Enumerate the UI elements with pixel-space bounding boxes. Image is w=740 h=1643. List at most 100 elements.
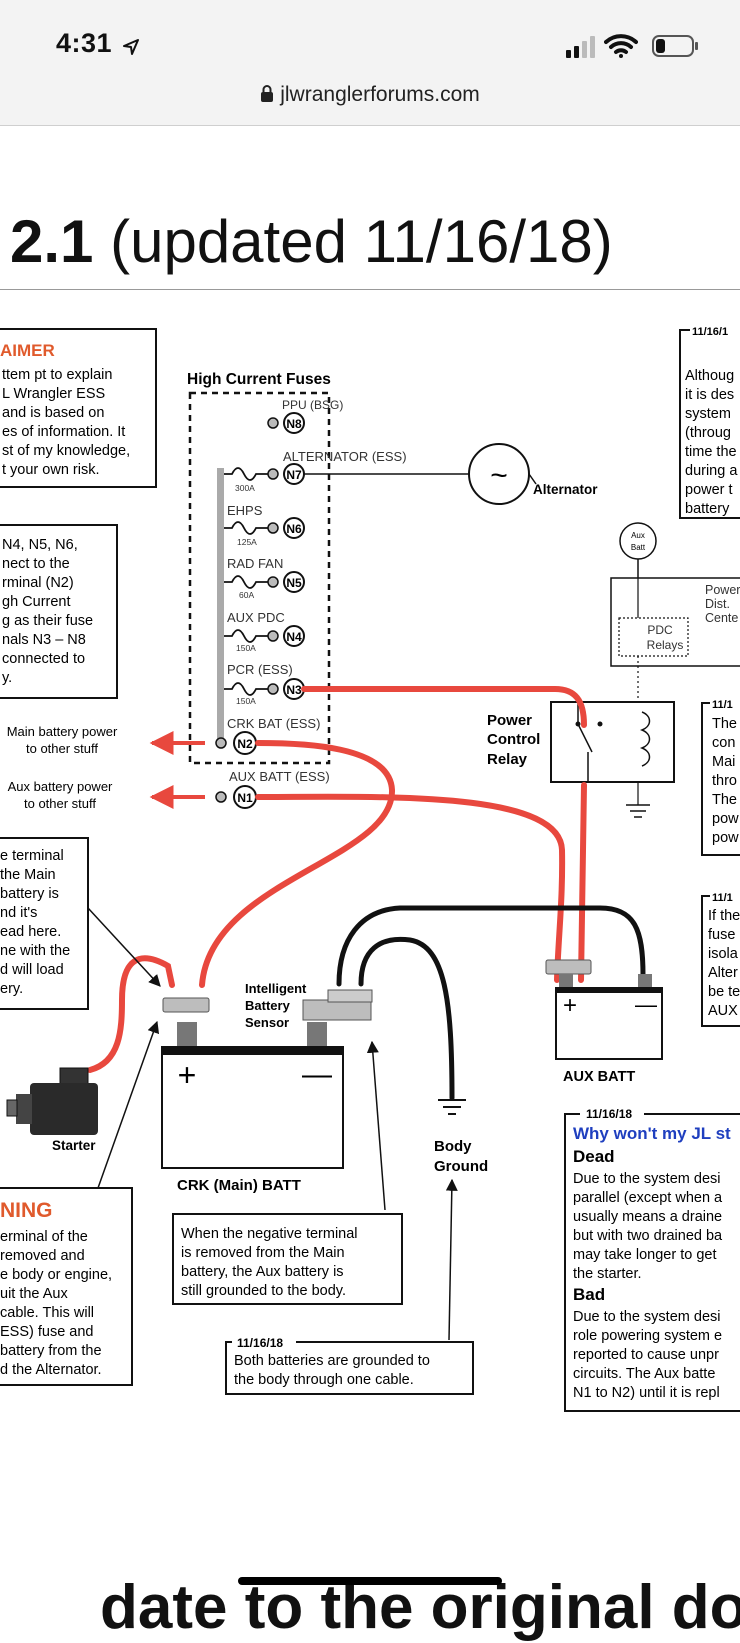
red-cables [87, 686, 587, 1073]
fuse-amps: 125A [237, 537, 257, 547]
cellular-signal-icon [566, 36, 595, 58]
disclaimer-line: t your own risk. [2, 462, 100, 478]
n4-note-line: nals N3 – N8 [2, 632, 86, 648]
status-bar: 4:31 [0, 0, 740, 70]
fuse-n4: AUX PDC N4 150A [224, 610, 305, 653]
alternator: ~ Alternator [304, 443, 598, 505]
why-note-title: Why won't my JL st [573, 1124, 731, 1143]
main-power-label: Main battery power [7, 724, 118, 739]
disclaimer-line: L Wrangler ESS [2, 386, 105, 402]
body-ground-label: Body [434, 1138, 472, 1155]
page-title-updated: (updated 11/16/18) [110, 208, 613, 275]
fuse-n3: PCR (ESS) N3 150A [224, 662, 305, 706]
warning-heading: NING [0, 1199, 53, 1222]
wiring-diagram: AIMER ttem pt to explain L Wrangler ESS … [0, 324, 740, 1412]
note-line: If the [708, 908, 740, 924]
disclaimer-line: ttem pt to explain [2, 367, 112, 383]
warning-line: cable. This will [0, 1305, 94, 1321]
terminal-note-line: d will load [0, 962, 64, 978]
page-title: 2.1 (updated 11/16/18) [10, 212, 613, 272]
why-note-line: the starter. [573, 1266, 642, 1282]
note-line: Althoug [685, 368, 734, 384]
aux-batt-label: AUX BATT [563, 1069, 635, 1085]
alternator-symbol: ~ [490, 459, 508, 492]
page-title-version: 2.1 [10, 208, 94, 275]
note-line: pow [712, 811, 739, 827]
note-line: time the [685, 444, 737, 460]
fuse-label: PCR (ESS) [227, 662, 293, 677]
why-note-line: Due to the system desi [573, 1171, 721, 1187]
note-line: power t [685, 482, 733, 498]
neg-note-line: still grounded to the body. [181, 1283, 346, 1299]
why-note-line: may take longer to get [573, 1247, 716, 1263]
note-line: system [685, 406, 731, 422]
fuse-n2: CRK BAT (ESS) N2 [215, 716, 320, 755]
terminal-note-line: ne with the [0, 943, 70, 959]
disclaimer-line: es of information. It [2, 424, 125, 440]
pointer-arrows [87, 907, 458, 1341]
neg-note-line: When the negative terminal [181, 1226, 358, 1242]
note-line: isola [708, 946, 739, 962]
pdc-label: Cente [705, 611, 738, 625]
main-power-output: Main battery power to other stuff [7, 724, 205, 756]
relay-label: Control [487, 731, 540, 748]
why-note-dead-heading: Dead [573, 1147, 615, 1166]
ibs-label: Intelligent [245, 981, 307, 996]
note-date: 11/16/18 [586, 1107, 632, 1121]
warning-line: d the Alternator. [0, 1362, 102, 1378]
note-line: Mai [712, 754, 735, 770]
n4-note-line: y. [2, 670, 12, 686]
aux-minus: — [635, 992, 657, 1017]
warning-line: battery from the [0, 1343, 102, 1359]
n4-note-line: g as their fuse [2, 613, 93, 629]
aux-battery: + — AUX BATT [545, 959, 663, 1085]
disclaimer-line: st of my knowledge, [2, 443, 130, 459]
high-current-fuses: High Current Fuses PPU (BSG) N8 ALTERNAT… [187, 371, 407, 809]
url-text: jlwranglerforums.com [280, 83, 480, 106]
fuse-label: AUX BATT (ESS) [229, 769, 330, 784]
terminal-note-line: e terminal [0, 848, 64, 864]
aux-batt-circle-label: Aux [631, 531, 645, 540]
fuse-label: EHPS [227, 503, 263, 518]
aux-plus: + [563, 992, 577, 1019]
why-note: 11/16/18 Why won't my JL st Dead Due to … [564, 1107, 740, 1412]
node-id: N1 [237, 791, 253, 805]
note-line: pow [712, 830, 739, 846]
battery-icon [652, 35, 698, 57]
ibs-label: Sensor [245, 1015, 289, 1030]
node-id: N2 [237, 737, 253, 751]
n4-note-line: rminal (N2) [2, 575, 74, 591]
ibs-label: Battery [245, 998, 291, 1013]
address-bar[interactable]: jlwranglerforums.com [0, 70, 740, 126]
n4-note-line: gh Current [2, 594, 71, 610]
why-note-line: N1 to N2) until it is repl [573, 1385, 720, 1401]
disclaimer-line: and is based on [2, 405, 104, 421]
pdc-relays-label: PDC [647, 623, 673, 637]
fuse-amps: 150A [236, 643, 256, 653]
note-line: thro [712, 773, 737, 789]
fuse-amps: 150A [236, 696, 256, 706]
terminal-note-line: nd it's [0, 905, 37, 921]
negative-terminal-note: When the negative terminal is removed fr… [172, 1213, 403, 1305]
fuse-n7: ALTERNATOR (ESS) N7 300A [224, 449, 407, 493]
warning-note: NING erminal of the removed and e body o… [0, 1187, 133, 1386]
fuse-box-title: High Current Fuses [187, 371, 331, 388]
node-id: N4 [286, 630, 302, 644]
main-power-label: to other stuff [26, 741, 98, 756]
pdc-section: Aux Batt Power Dist. Cente PDC Relays [610, 522, 740, 818]
note-line: AUX [708, 1003, 738, 1019]
relay-label: Power [487, 712, 532, 729]
alternator-label: Alternator [533, 482, 598, 497]
right-note-2: 11/1 The con Mai thro The pow pow [701, 697, 740, 856]
note-date: 11/16/18 [237, 1336, 283, 1350]
relay-label: Relay [487, 751, 528, 768]
note-line: fuse [708, 927, 735, 943]
crk-batt-label: CRK (Main) BATT [177, 1177, 301, 1194]
neg-note-line: is removed from the Main [181, 1245, 345, 1261]
why-note-line: but with two drained ba [573, 1228, 723, 1244]
terminal-note: e terminal the Main battery is nd it's e… [0, 837, 89, 1010]
url-display[interactable]: jlwranglerforums.com [0, 83, 740, 107]
home-indicator[interactable] [238, 1577, 502, 1585]
node-id: N6 [286, 522, 302, 536]
note-line: The [712, 792, 737, 808]
